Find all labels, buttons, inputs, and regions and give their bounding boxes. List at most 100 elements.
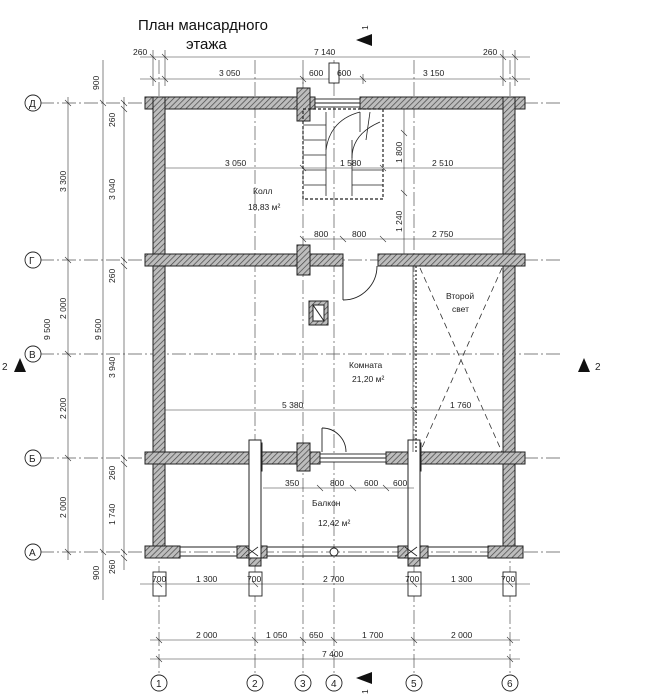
svg-text:2: 2 <box>595 362 601 373</box>
dim-holl-right: 2 510 <box>432 158 454 168</box>
left-dimension-lines <box>64 60 128 600</box>
wall-axis-g-left <box>144 253 344 267</box>
dim-post-3: 700 <box>405 574 419 584</box>
balcony-railing <box>180 546 488 557</box>
dim-left-inner-total: 9 500 <box>93 318 103 340</box>
dim-1800: 1 800 <box>394 141 404 163</box>
dim-span2-5: 2 000 <box>451 630 473 640</box>
wall-axis-g-right <box>377 253 526 267</box>
dim-top-seg-2: 600 <box>309 68 323 78</box>
axis-row-v: В <box>29 350 36 361</box>
post-g-3 <box>296 244 311 276</box>
corner-a-left <box>144 545 181 559</box>
dim-balcony-1: 350 <box>285 478 299 488</box>
wall-axis-d-left <box>144 96 316 110</box>
axis-col-1: 1 <box>156 679 162 690</box>
post-b-3 <box>296 442 311 472</box>
dim-stair: 1 580 <box>340 158 362 168</box>
axis-col-5: 5 <box>411 679 417 690</box>
axis-row-bubbles <box>24 94 42 561</box>
dim-post-2: 700 <box>247 574 261 584</box>
window-axis-d <box>314 98 361 108</box>
room-holl-area: 18,83 м² <box>248 202 280 212</box>
dim-800-b: 800 <box>352 229 366 239</box>
dim-post-1: 700 <box>152 574 166 584</box>
dim-left-total: 9 500 <box>42 318 52 340</box>
section-mark-1-bottom: 1 <box>356 672 372 694</box>
dim-top-seg-4: 3 150 <box>423 68 445 78</box>
room-main-area: 21,20 м² <box>352 374 384 384</box>
axis-row-g: Г <box>29 256 35 267</box>
axis-row-a: А <box>29 548 36 559</box>
dim-left-inner-2: 3 940 <box>107 356 117 378</box>
plan-title-line2: этажа <box>186 36 227 53</box>
dim-top-total: 7 140 <box>314 47 336 57</box>
dim-1240: 1 240 <box>394 210 404 232</box>
room-main-name: Комната <box>349 360 383 370</box>
dim-top-wall-right: 260 <box>483 47 497 57</box>
dim-left-outer-2: 2 000 <box>58 297 68 319</box>
svg-text:2: 2 <box>2 362 8 373</box>
dim-left-outer-1: 3 300 <box>58 170 68 192</box>
axis-grid-lines <box>40 60 560 685</box>
dim-2750: 2 750 <box>432 229 454 239</box>
dim-span1-2: 2 700 <box>323 574 345 584</box>
axis-row-b: Б <box>29 454 36 465</box>
column-4-marker-top <box>328 62 340 84</box>
axis-col-4: 4 <box>331 679 337 690</box>
room-balcony-area: 12,42 м² <box>318 518 350 528</box>
door-room <box>342 265 378 301</box>
second-light-label-1: Второй <box>446 291 474 301</box>
dim-balcony-2: 800 <box>330 478 344 488</box>
wall-right <box>502 96 516 558</box>
svg-text:1: 1 <box>360 689 370 694</box>
dim-span2-1: 2 000 <box>196 630 218 640</box>
wall-axis-b-right <box>385 451 526 465</box>
svg-text:1: 1 <box>360 25 370 30</box>
corner-a-right <box>487 545 524 559</box>
dim-left-bottom-1: 900 <box>91 566 101 580</box>
railing-center-mark <box>329 547 339 557</box>
dim-left-wall-1: 260 <box>107 113 117 127</box>
dim-left-inner-3: 1 740 <box>107 503 117 525</box>
dim-left-wall-2: 260 <box>107 269 117 283</box>
walls <box>144 87 526 567</box>
inner-dimension-lines <box>165 109 503 492</box>
section-mark-2-left: 2 <box>2 358 26 373</box>
dim-balcony-3: 600 <box>364 478 378 488</box>
section-mark-2-right: 2 <box>578 358 601 373</box>
dim-balcony-4: 600 <box>393 478 407 488</box>
wall-left <box>152 96 166 558</box>
dim-bottom-total: 7 400 <box>322 649 344 659</box>
dim-span2-2: 1 050 <box>266 630 288 640</box>
dim-span2-4: 1 700 <box>362 630 384 640</box>
dim-holl-left: 3 050 <box>225 158 247 168</box>
axis-col-2: 2 <box>252 679 258 690</box>
dim-top-wall-left: 260 <box>133 47 147 57</box>
chimney <box>308 300 329 326</box>
dim-top-seg-3: 600 <box>337 68 351 78</box>
section-mark-1-top: 1 <box>356 25 372 46</box>
dim-span1-3: 1 300 <box>451 574 473 584</box>
balcony-posts <box>248 439 421 559</box>
window-axis-b <box>319 453 387 463</box>
axis-col-6: 6 <box>507 679 513 690</box>
dim-left-outer-3: 2 200 <box>58 397 68 419</box>
plan-title-line1: План мансардного <box>138 17 268 34</box>
dim-span1-1: 1 300 <box>196 574 218 584</box>
dim-room-width: 5 380 <box>282 400 304 410</box>
bottom-dimension-lines <box>140 580 530 663</box>
dim-left-outer-4: 2 000 <box>58 496 68 518</box>
dim-left-wall-4: 260 <box>107 560 117 574</box>
room-balcony-name: Балкон <box>312 498 341 508</box>
dim-left-wall-3: 260 <box>107 466 117 480</box>
dim-left-inner-1: 3 040 <box>107 178 117 200</box>
room-holl-name: Колл <box>253 186 272 196</box>
dim-span2-3: 650 <box>309 630 323 640</box>
dim-top-seg-1: 3 050 <box>219 68 241 78</box>
wall-axis-b-left <box>144 451 321 465</box>
dim-left-top: 900 <box>91 76 101 90</box>
second-light-label-2: свет <box>452 304 469 314</box>
axis-row-d: Д <box>29 99 36 110</box>
